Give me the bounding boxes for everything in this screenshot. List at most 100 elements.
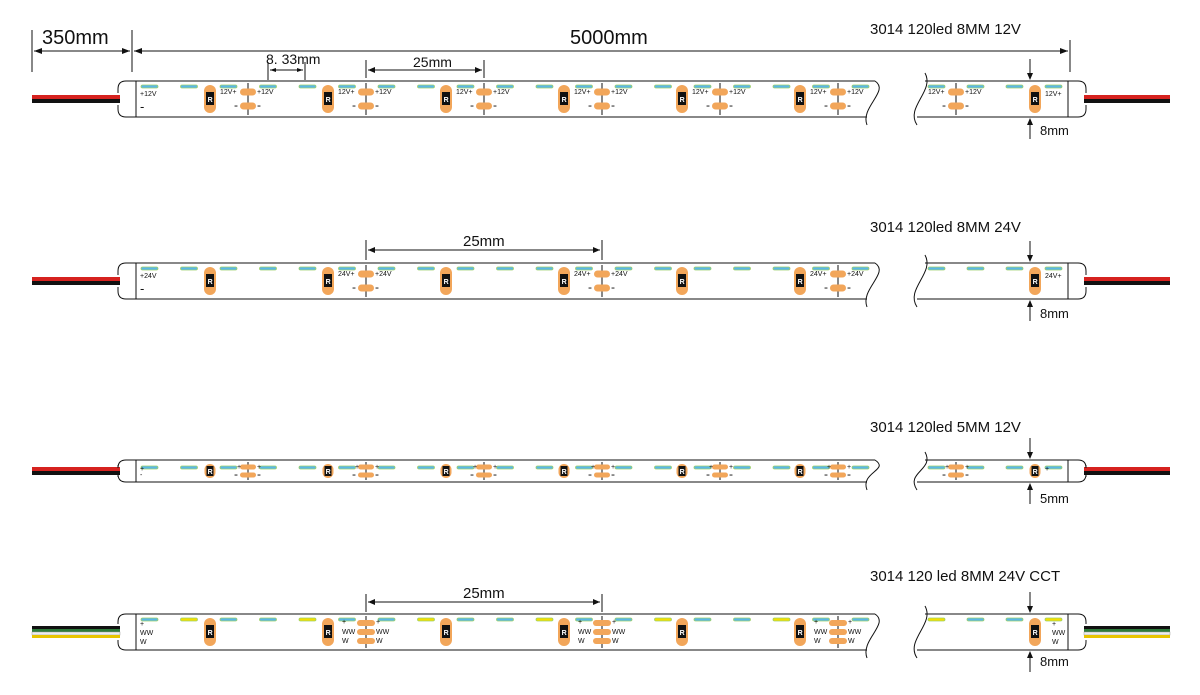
led-chip [535, 84, 554, 89]
resistor [442, 274, 450, 287]
resistor-mark: R [326, 469, 331, 476]
solder-pad-negative [240, 102, 256, 110]
width-arrow-head [1027, 452, 1033, 459]
led-chip [338, 84, 356, 89]
led-chip [812, 617, 830, 622]
end-pad-label: + [1052, 621, 1056, 628]
led-chip [851, 617, 870, 622]
led-chip [812, 84, 830, 89]
solder-pad-positive [712, 464, 728, 470]
led-chip [456, 266, 475, 271]
solder-pad [593, 620, 611, 626]
pad-label: +12V [729, 89, 746, 96]
resistor-mark: R [208, 279, 213, 286]
right-wire [1084, 467, 1170, 471]
width-arrow-head [1027, 255, 1033, 262]
end-pad-label: - [140, 281, 144, 296]
resistor [206, 92, 214, 105]
cut-unit-label-12v: 25mm [413, 54, 452, 70]
left-wire [32, 626, 120, 629]
left-wire [32, 629, 120, 632]
pad-label: - [824, 467, 828, 481]
led-chip [812, 465, 830, 470]
led-pitch-label: 8. 33mm [266, 51, 320, 67]
pad-label: + [848, 619, 852, 626]
solder-pad-negative [240, 472, 256, 478]
end-pad-label: +24V [140, 273, 157, 280]
resistor-mark: R [208, 469, 213, 476]
led-chip [180, 266, 198, 271]
resistor [678, 625, 686, 638]
led-chip [927, 84, 946, 89]
solder-pad-negative [594, 284, 610, 292]
led-chip [575, 465, 593, 470]
solder-pad-positive [594, 270, 610, 278]
resistor-mark: R [1033, 97, 1038, 104]
width-label-4: 8mm [1040, 654, 1069, 669]
led-strip-1: 12V++12V--12V++12V--12V++12V--12V++12V--… [32, 59, 1170, 139]
solder-pad [829, 629, 847, 635]
right-end-cap [1067, 80, 1087, 118]
pad-label: - [824, 280, 828, 294]
solder-pad-positive [712, 88, 728, 96]
solder-pad-negative [830, 284, 846, 292]
end-pad-label: W [1052, 639, 1059, 646]
pad-label: + [709, 464, 713, 471]
led-chip [654, 84, 672, 89]
resistor [324, 274, 332, 287]
pad-label: - [824, 98, 828, 112]
pad-label: WW [342, 629, 356, 636]
pad-label: - [942, 98, 946, 112]
pad-label: WW [376, 629, 390, 636]
pad-label: 12V+ [456, 89, 473, 96]
led-chip [219, 84, 238, 89]
break-mark [913, 254, 928, 308]
pad-label: - [375, 280, 379, 294]
pad-label: - [352, 98, 356, 112]
break-mark [913, 605, 928, 659]
right-wire [1084, 99, 1170, 103]
led-chip [377, 617, 396, 622]
pad-label: +24V [847, 271, 864, 278]
lead-length-label: 350mm [42, 27, 109, 49]
end-pad-label: 12V+ [1045, 91, 1062, 98]
end-pad-label: + [140, 621, 144, 628]
right-wire [1084, 277, 1170, 281]
led-chip [535, 617, 554, 622]
led-chip [417, 465, 435, 470]
led-chip [219, 617, 238, 622]
end-pad-label: - [140, 99, 144, 114]
pad-label: + [591, 464, 595, 471]
led-chip [298, 84, 317, 89]
pad-label: WW [578, 629, 592, 636]
led-chip [654, 617, 672, 622]
right-wire [1084, 626, 1170, 629]
width-label-2: 8mm [1040, 306, 1069, 321]
pad-label: + [493, 464, 497, 471]
right-wire [1084, 95, 1170, 99]
led-chip [927, 266, 946, 271]
pad-label: + [257, 464, 261, 471]
led-chip [180, 465, 198, 470]
strips-layer: 12V++12V--12V++12V--12V++12V--12V++12V--… [31, 59, 1171, 672]
pad-label: - [493, 467, 497, 481]
pad-label: + [612, 619, 616, 626]
width-arrow-head [1027, 651, 1033, 658]
led-chip [772, 617, 791, 622]
resistor [442, 92, 450, 105]
resistor-mark: R [208, 97, 213, 104]
led-chip [219, 266, 238, 271]
resistor [560, 466, 568, 476]
led-chip [377, 84, 396, 89]
led-chip [338, 465, 356, 470]
pad-label: 24V+ [574, 271, 591, 278]
end-pad-label: - [140, 472, 143, 479]
pad-label: +12V [965, 89, 982, 96]
led-chip [417, 617, 435, 622]
led-chip [140, 266, 159, 271]
pad-label: - [965, 98, 969, 112]
resistor [324, 466, 332, 476]
led-chip [966, 465, 985, 470]
pad-label: - [493, 98, 497, 112]
